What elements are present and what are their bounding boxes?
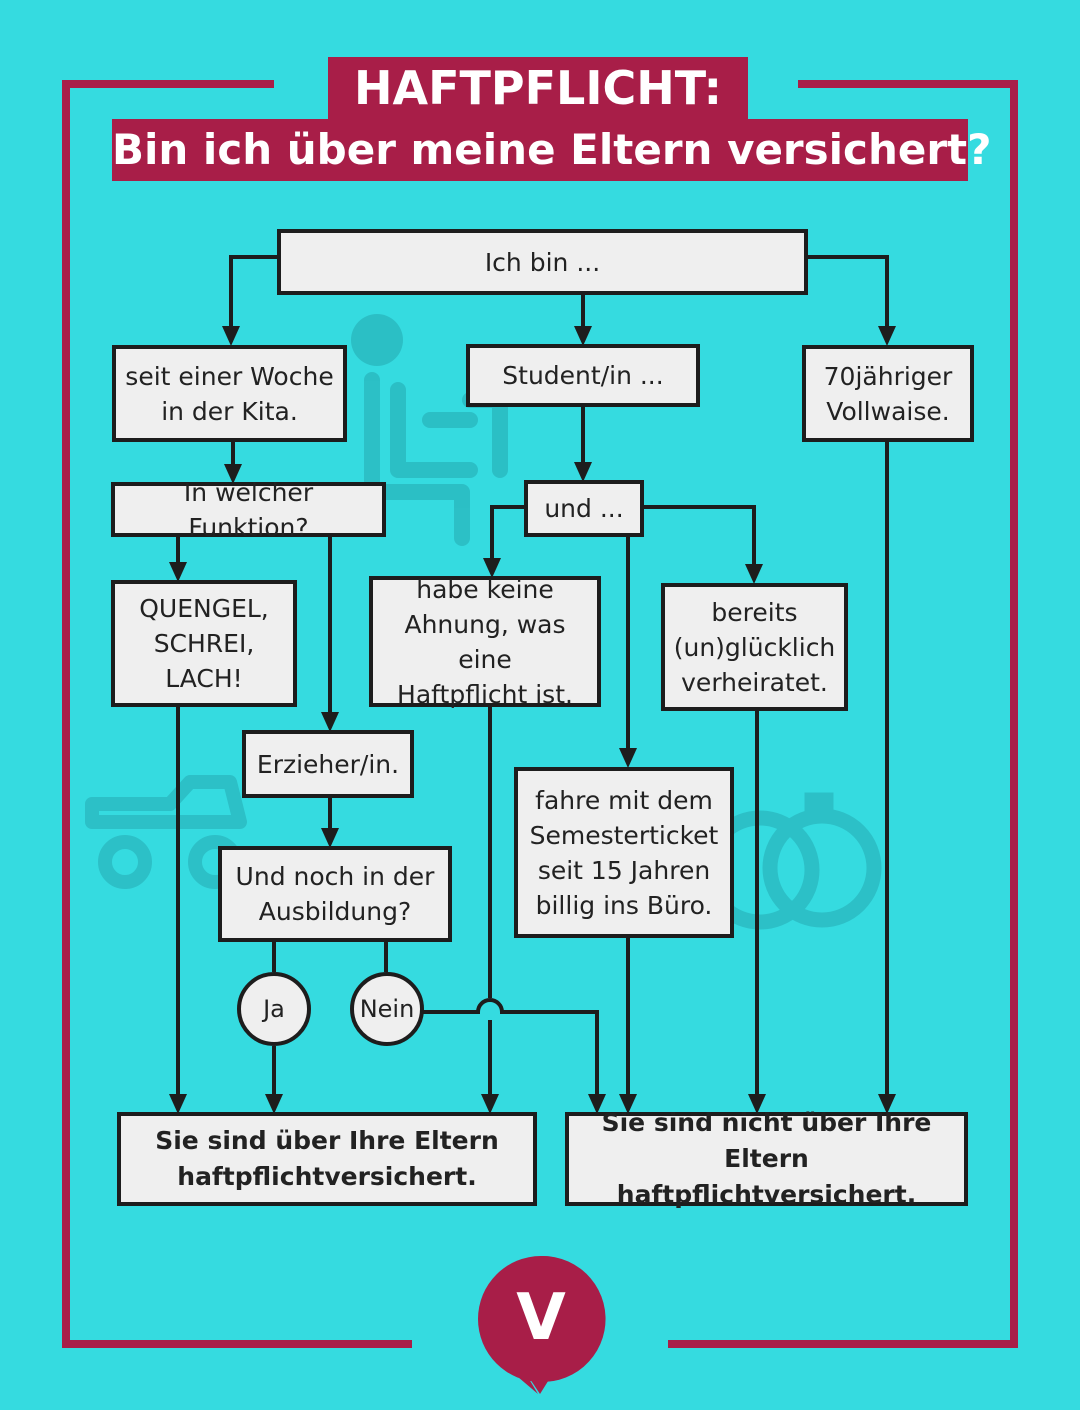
node-verheiratet-text: bereits (un)glücklich verheiratet. — [674, 595, 836, 700]
frame-bottom-left — [62, 1340, 412, 1348]
node-quengel-text: QUENGEL, SCHREI, LACH! — [139, 591, 269, 696]
node-ja-label: Ja — [263, 995, 285, 1023]
connector-root-senior — [805, 255, 889, 330]
frame-bottom-right — [668, 1340, 1018, 1348]
node-keine-ahnung: habe keine Ahnung, was eine Haftpflicht … — [369, 575, 601, 709]
node-ja: Ja — [237, 972, 311, 1046]
node-root: Ich bin ... — [277, 229, 808, 295]
result-nicht-versichert-text: Sie sind nicht über Ihre Eltern haftpfli… — [575, 1105, 958, 1213]
node-keine-ahnung-line-1: habe keine — [416, 574, 554, 604]
result-nicht-versichert-line-2: haftpflichtversichert. — [616, 1180, 917, 1209]
node-keine-ahnung-line-2: Ahnung, was eine — [404, 609, 566, 674]
node-funktion: In welcher Funktion? — [111, 478, 386, 542]
node-quengel-line-2: SCHREI, — [153, 629, 255, 658]
node-keine-ahnung-line-3: Haftpflicht ist. — [397, 679, 573, 709]
node-quengel-line-1: QUENGEL, — [139, 594, 269, 623]
arrowhead-kita — [222, 326, 240, 346]
arrowhead-ausbildung — [321, 828, 339, 848]
node-ausbildung-line-1: Und noch in der — [235, 862, 435, 891]
node-verheiratet: bereits (un)glücklich verheiratet. — [661, 583, 848, 711]
title-line-1: HAFTPFLICHT: — [328, 57, 748, 119]
arrowhead-quengel — [169, 562, 187, 582]
node-ausbildung-text: Und noch in der Ausbildung? — [236, 859, 435, 929]
arrowhead-funktion — [224, 464, 242, 484]
arrowhead-ahnung — [483, 558, 501, 578]
arrowhead-verheiratet — [745, 564, 763, 584]
result-nicht-versichert: Sie sind nicht über Ihre Eltern haftpfli… — [565, 1108, 968, 1209]
arrowhead-result-nein — [588, 1094, 606, 1114]
node-verheiratet-line-1: bereits — [711, 597, 798, 627]
node-semesterticket-line-2: Semesterticket — [529, 820, 719, 850]
frame-top-left — [62, 80, 274, 88]
result-nicht-versichert-line-1: Sie sind nicht über Ihre Eltern — [601, 1108, 932, 1173]
node-erzieher: Erzieher/in. — [242, 730, 414, 798]
arrowhead-semester — [619, 748, 637, 768]
node-semesterticket: fahre mit dem Semesterticket seit 15 Jah… — [514, 767, 734, 938]
arrowhead-erzieher — [321, 712, 339, 732]
node-erzieher-label: Erzieher/in. — [256, 749, 400, 779]
node-keine-ahnung-text: habe keine Ahnung, was eine Haftpflicht … — [379, 572, 591, 712]
logo-letter: V — [516, 1281, 566, 1355]
node-kita: seit einer Woche in der Kita. — [112, 345, 347, 442]
result-versichert: Sie sind über Ihre Eltern haftpflichtver… — [117, 1112, 537, 1206]
node-ausbildung: Und noch in der Ausbildung? — [218, 846, 452, 942]
arrowhead-result-verheiratet — [748, 1094, 766, 1114]
node-und: und ... — [524, 480, 644, 537]
arrowheads — [169, 326, 896, 1114]
node-nein-label: Nein — [359, 995, 415, 1023]
node-kita-line-1: seit einer Woche — [125, 361, 334, 391]
frame-right — [1010, 80, 1018, 1348]
node-senior-line-1: 70jähriger — [823, 361, 953, 391]
node-senior-text: 70jähriger Vollwaise. — [824, 359, 953, 429]
result-versichert-line-2: haftpflichtversichert. — [177, 1162, 477, 1191]
arrowhead-result-senior — [878, 1094, 896, 1114]
node-student: Student/in ... — [466, 344, 700, 407]
node-quengel-line-3: LACH! — [165, 664, 243, 693]
arrowhead-senior — [878, 326, 896, 346]
arrowhead-student — [574, 326, 592, 346]
node-verheiratet-line-2: (un)glücklich — [673, 632, 836, 662]
connector-nein-result — [422, 998, 599, 1098]
node-senior: 70jähriger Vollwaise. — [802, 345, 974, 442]
node-ausbildung-line-2: Ausbildung? — [258, 897, 412, 926]
node-root-label: Ich bin ... — [484, 247, 601, 277]
arrowhead-und — [574, 462, 592, 482]
result-versichert-line-1: Sie sind über Ihre Eltern — [155, 1126, 499, 1155]
frame-left — [62, 80, 70, 1348]
arrowhead-result-semester — [619, 1094, 637, 1114]
node-semesterticket-text: fahre mit dem Semesterticket seit 15 Jah… — [530, 783, 719, 923]
node-funktion-label: In welcher Funktion? — [183, 477, 314, 542]
node-und-label: und ... — [544, 494, 624, 523]
arrowhead-result-ahnung — [481, 1094, 499, 1114]
node-semesterticket-line-3: seit 15 Jahren — [537, 855, 711, 885]
node-nein: Nein — [350, 972, 424, 1046]
node-quengel: QUENGEL, SCHREI, LACH! — [111, 580, 297, 707]
node-senior-line-2: Vollwaise. — [826, 396, 950, 426]
node-semesterticket-line-1: fahre mit dem — [535, 785, 713, 815]
node-kita-line-2: in der Kita. — [161, 396, 298, 426]
connector-root-kita — [229, 255, 280, 330]
arrowhead-result-ja — [265, 1094, 283, 1114]
connector-und-ahnung — [490, 505, 526, 562]
node-student-label: Student/in ... — [502, 361, 664, 390]
arrowhead-result-quengel — [169, 1094, 187, 1114]
node-semesterticket-line-4: billig ins Büro. — [535, 890, 713, 920]
title-line-2: Bin ich über meine Eltern versichert? — [112, 119, 991, 181]
connector-und-verheiratet — [640, 505, 756, 568]
frame-top-right — [798, 80, 1018, 88]
node-kita-text: seit einer Woche in der Kita. — [125, 359, 333, 429]
speech-bubble-logo: V — [478, 1255, 606, 1394]
node-verheiratet-line-3: verheiratet. — [681, 667, 828, 697]
result-versichert-text: Sie sind über Ihre Eltern haftpflichtver… — [155, 1123, 499, 1195]
